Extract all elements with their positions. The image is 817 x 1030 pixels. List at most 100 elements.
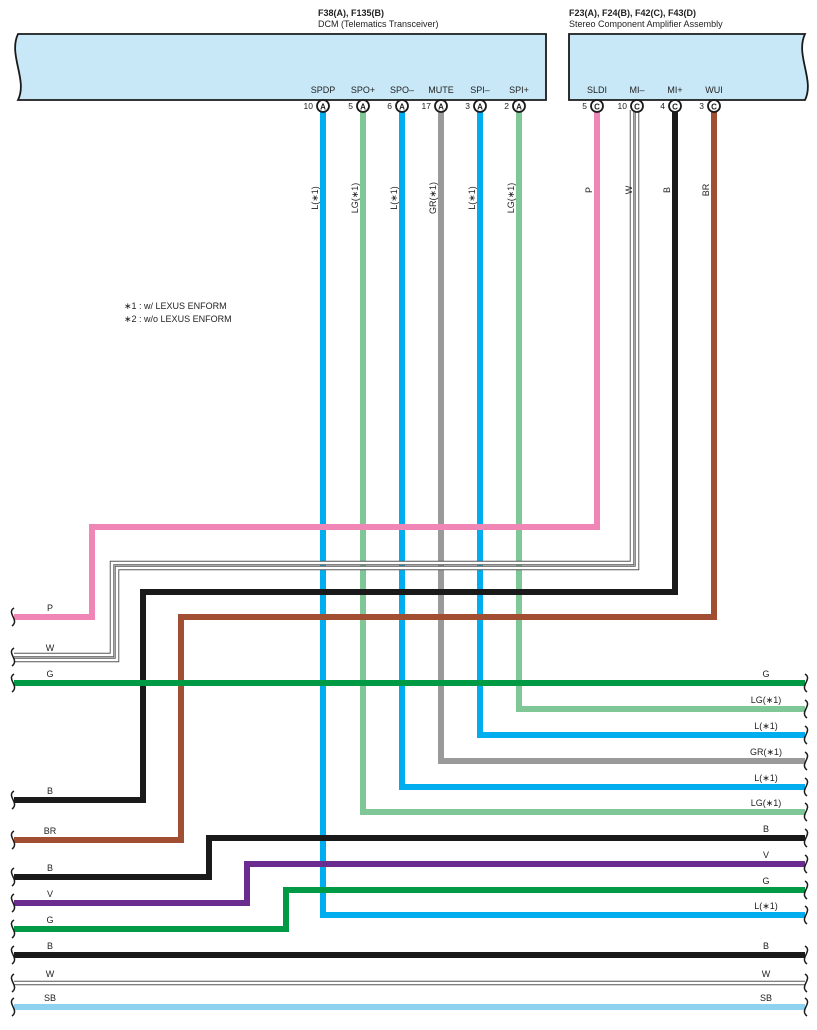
wire-b-jog: [14, 835, 805, 880]
wire-mute: [438, 110, 805, 764]
wire-mi-plus: [14, 110, 678, 803]
right-break-mark: [803, 880, 809, 900]
right-wire-label: LG(∗1): [751, 695, 782, 705]
pin-number: 5: [348, 101, 353, 111]
right-break-mark: [803, 777, 809, 797]
right-wire-label: SB: [760, 993, 772, 1003]
left-break-mark: [10, 919, 16, 939]
left-wire-label: SB: [44, 993, 56, 1003]
connector-pin-circle: [668, 99, 682, 113]
right-wire-label: L(∗1): [754, 901, 778, 911]
connector-letter: C: [634, 103, 640, 112]
left-break-mark: [10, 607, 16, 627]
wire-mi-minus-inner: [14, 110, 634, 657]
left-break-mark: [10, 945, 16, 965]
right-wire-label: LG(∗1): [751, 798, 782, 808]
wire-color-label: LG(∗1): [506, 183, 516, 214]
right-break-mark: [803, 997, 809, 1017]
wire-spo-plus: [360, 110, 805, 815]
right-wire-label: L(∗1): [754, 773, 778, 783]
right-break-mark: [803, 699, 809, 719]
pin-label: WUI: [705, 85, 723, 95]
connector-letter: C: [672, 103, 678, 112]
pin-label: MI+: [667, 85, 682, 95]
pin-number: 4: [660, 101, 665, 111]
left-break-mark: [10, 790, 16, 810]
wire-spo-minus: [399, 110, 805, 790]
pin-label: MI–: [629, 85, 644, 95]
wire-color-label: BR: [701, 183, 711, 196]
wire-sldi: [14, 110, 600, 620]
wire-color-label: L(∗1): [467, 186, 477, 210]
dcm-box: [14, 33, 547, 101]
pin-number: 5: [582, 101, 587, 111]
left-wire-label: W: [46, 969, 55, 979]
wire-color-label: LG(∗1): [350, 183, 360, 214]
connector-letter: A: [320, 103, 326, 112]
left-break-mark: [10, 997, 16, 1017]
note-1: ∗1 : w/ LEXUS ENFORM: [124, 301, 227, 311]
pin-number: 3: [699, 101, 704, 111]
pin-number: 10: [618, 101, 628, 111]
connector-letter: A: [399, 103, 405, 112]
left-wire-label: B: [47, 786, 53, 796]
left-wire-label: BR: [44, 826, 57, 836]
connector-letter: A: [360, 103, 366, 112]
wire-color-label: P: [584, 187, 594, 193]
left-wire-label: W: [46, 643, 55, 653]
amplifier-connector-ref: F23(A), F24(B), F42(C), F43(D): [569, 8, 696, 18]
amplifier-box: [568, 33, 809, 101]
pin-number: 6: [387, 101, 392, 111]
wire-spdp: [320, 110, 805, 918]
right-break-mark: [803, 973, 809, 993]
connector-pin-circle: [590, 99, 604, 113]
dcm-title: DCM (Telematics Transceiver): [318, 19, 439, 29]
left-break-mark: [10, 973, 16, 993]
right-wire-label: L(∗1): [754, 721, 778, 731]
left-break-mark: [10, 830, 16, 850]
right-break-mark: [803, 725, 809, 745]
right-break-mark: [803, 828, 809, 848]
connector-pin-circle: [316, 99, 330, 113]
connector-pin-circle: [512, 99, 526, 113]
pin-number: 17: [422, 101, 432, 111]
connector-pin-circle: [630, 99, 644, 113]
left-wire-label: P: [47, 603, 53, 613]
right-break-mark: [803, 854, 809, 874]
wire-wui: [14, 110, 717, 843]
connector-letter: C: [594, 103, 600, 112]
pin-label: SPO–: [390, 85, 414, 95]
wire-color-label: L(∗1): [389, 186, 399, 210]
note-2: ∗2 : w/o LEXUS ENFORM: [124, 314, 232, 324]
left-break-mark: [10, 673, 16, 693]
right-break-mark: [803, 751, 809, 771]
right-wire-label: V: [763, 850, 769, 860]
left-wire-label: B: [47, 863, 53, 873]
left-break-mark: [10, 893, 16, 913]
connector-pin-circle: [395, 99, 409, 113]
wire-v-jog: [14, 861, 805, 906]
left-wire-label: B: [47, 941, 53, 951]
left-break-mark: [10, 867, 16, 887]
connector-pin-circle: [707, 99, 721, 113]
wire-color-label: L(∗1): [310, 186, 320, 210]
right-break-mark: [803, 802, 809, 822]
dcm-connector-ref: F38(A), F135(B): [318, 8, 384, 18]
connector-pin-circle: [356, 99, 370, 113]
pin-label: MUTE: [428, 85, 454, 95]
pin-label: SPO+: [351, 85, 375, 95]
pin-label: SPI–: [470, 85, 490, 95]
pin-number: 2: [504, 101, 509, 111]
right-wire-label: B: [763, 824, 769, 834]
wire-spi-minus: [477, 110, 805, 738]
right-wire-label: B: [763, 941, 769, 951]
wire-mi-minus-outer: [14, 110, 639, 662]
pin-label: SLDI: [587, 85, 607, 95]
pin-label: SPDP: [311, 85, 336, 95]
right-break-mark: [803, 945, 809, 965]
connector-pin-circle: [434, 99, 448, 113]
wire-g-jog: [14, 887, 805, 932]
connector-pin-circle: [473, 99, 487, 113]
pin-label: SPI+: [509, 85, 529, 95]
